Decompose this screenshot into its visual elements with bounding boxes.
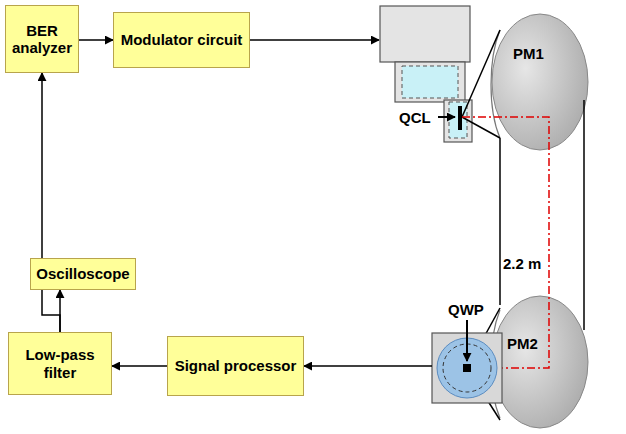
part-label: QWP (448, 302, 484, 317)
box-label: BER analyzer (10, 22, 74, 57)
process-box: Low-pass filter (8, 332, 112, 395)
beam-axis (462, 117, 549, 368)
leader-arrow (466, 320, 468, 361)
signal-arrow (42, 73, 60, 332)
part-label: QCL (399, 110, 431, 125)
box-label: Oscilloscope (36, 265, 129, 282)
parabolic-mirror (491, 14, 588, 150)
signal-arrow (79, 39, 113, 41)
signal-wire (304, 365, 432, 367)
process-box: Signal processor (167, 336, 304, 396)
process-box: Modulator circuit (113, 12, 250, 68)
dimension-label: 2.2 m (503, 256, 541, 271)
signal-wire (250, 39, 379, 41)
laser-mount (380, 6, 472, 142)
part-label: PM2 (507, 336, 538, 351)
part-label: PM1 (513, 46, 544, 61)
box-label: Low-pass filter (13, 346, 107, 381)
leader-arrow (438, 116, 455, 118)
qcl-chip (458, 106, 462, 130)
instrument-box: BER analyzer (5, 5, 79, 73)
instrument-box: Oscilloscope (30, 258, 136, 290)
signal-arrow (112, 365, 167, 367)
parabolic-mirror (491, 296, 588, 428)
box-label: Modulator circuit (121, 31, 243, 48)
box-label: Signal processor (175, 357, 297, 374)
